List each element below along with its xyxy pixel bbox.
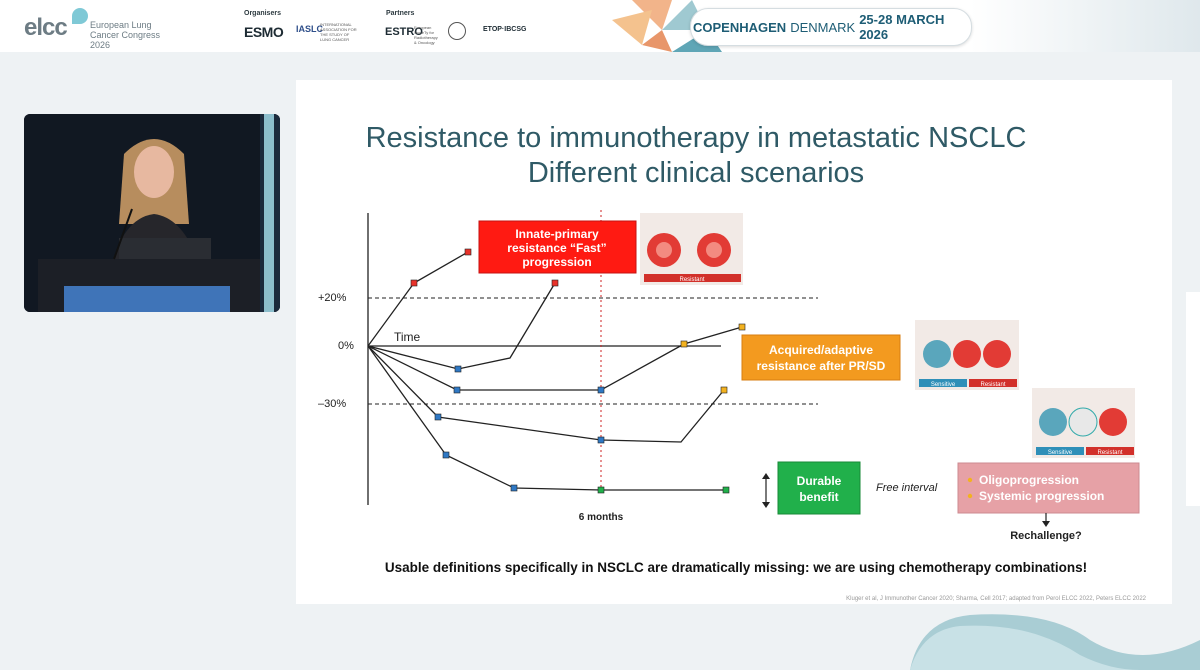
header-decoration [970, 0, 1200, 52]
slide-content: Resistance to immunotherapy in metastati… [318, 122, 1147, 602]
durable-line1: Durable [797, 474, 842, 488]
resistant-label-2: Resistant [1097, 450, 1122, 456]
elcc-logo: elcc European Lung Cancer Congress 2026 [24, 8, 174, 50]
bullet-icon [967, 477, 973, 483]
etop-ibcsg-logo: ETOP·IBCSG [483, 26, 527, 33]
marker [434, 413, 442, 421]
innate-line2: resistance “Fast” [507, 241, 606, 255]
label-time: Time [394, 330, 421, 344]
partner-emblem-icon [448, 22, 466, 40]
sensitive-label-2: Sensitive [1048, 450, 1073, 456]
innate-line3: progression [522, 255, 591, 269]
oligoprogression-item: Oligoprogression [979, 473, 1079, 487]
marker [720, 386, 728, 394]
elcc-lung-icon [72, 8, 88, 24]
box-durable-benefit [777, 461, 861, 515]
marker [597, 386, 605, 394]
markers-red [410, 248, 559, 287]
response-curves [367, 251, 743, 491]
marker [510, 484, 518, 492]
acquired-line2: resistance after PR/SD [757, 359, 886, 373]
acquired-line1: Acquired/adaptive [769, 343, 873, 357]
sensitive-resistant-illustration-1: Sensitive Resistant [915, 320, 1019, 390]
marker [597, 436, 605, 444]
box-innate-primary [478, 220, 637, 274]
marker [551, 279, 559, 287]
conference-header: elcc European Lung Cancer Congress 2026 … [0, 0, 1200, 52]
durable-line2: benefit [799, 490, 838, 504]
marker [597, 486, 605, 494]
marker [442, 451, 450, 459]
markers-green [597, 486, 730, 494]
resistant-label-1: Resistant [980, 382, 1005, 388]
resistant-label: Resistant [679, 277, 704, 283]
label-minus30: –30% [318, 398, 346, 410]
markers-blue [434, 365, 605, 492]
markers-orange [680, 323, 746, 394]
partners-label: Partners [386, 10, 415, 17]
elcc-wordmark: elcc [24, 14, 68, 41]
organisers-label: Organisers [244, 10, 281, 17]
estro-logo: ESTRO [385, 26, 423, 38]
marker [454, 365, 462, 373]
sensitive-label-1: Sensitive [931, 382, 956, 388]
free-interval-label: Free interval [876, 482, 938, 494]
elcc-subtitle: European Lung Cancer Congress 2026 [90, 20, 161, 50]
venue-dates: 25-28 MARCH 2026 [859, 12, 945, 42]
resistant-tumor-illustration: Resistant [640, 213, 743, 285]
wave-decoration [910, 614, 1200, 670]
label-plus20: +20% [318, 292, 347, 304]
slide-title-line2: Different clinical scenarios [528, 157, 864, 189]
venue-banner: COPENHAGEN DENMARK 25-28 MARCH 2026 [690, 8, 972, 46]
iaslc-subtitle: INTERNATIONAL ASSOCIATION FOR THE STUDY … [320, 22, 357, 42]
marker [680, 340, 688, 348]
marker [738, 323, 746, 331]
label-zero: 0% [338, 340, 354, 352]
next-slide-edge [1186, 292, 1200, 506]
iaslc-logo: IASLC [296, 24, 323, 34]
presentation-slide: Resistance to immunotherapy in metastati… [296, 80, 1172, 604]
marker [722, 486, 730, 494]
estro-subtitle: European SocieTy for Radiotherapy & Onco… [414, 25, 438, 45]
speaker-video[interactable] [24, 114, 280, 312]
bullet-icon [967, 493, 973, 499]
rechallenge-arrow-icon [1042, 513, 1050, 527]
footer-statement: Usable definitions specifically in NSCLC… [385, 560, 1087, 575]
marker [453, 386, 461, 394]
systemic-progression-item: Systemic progression [979, 489, 1104, 503]
venue-city: COPENHAGEN [693, 19, 787, 35]
esmo-logo: ESMO [244, 24, 284, 40]
duration-double-arrow-icon [762, 473, 770, 508]
label-six-months: 6 months [579, 512, 624, 523]
marker [410, 279, 418, 287]
sensitive-resistant-illustration-2: Sensitive Resistant [1032, 388, 1135, 458]
innate-line1: Innate-primary [515, 227, 599, 241]
box-progression [957, 462, 1140, 514]
slide-title-line1: Resistance to immunotherapy in metastati… [366, 122, 1027, 154]
speaker-video-frame [24, 114, 280, 312]
marker [464, 248, 472, 256]
rechallenge-label: Rechallenge? [1010, 530, 1082, 542]
venue-country: DENMARK [790, 19, 856, 35]
box-acquired-adaptive [741, 334, 901, 381]
slide-reference: Kluger et al, J Immunother Cancer 2020; … [846, 596, 1146, 602]
